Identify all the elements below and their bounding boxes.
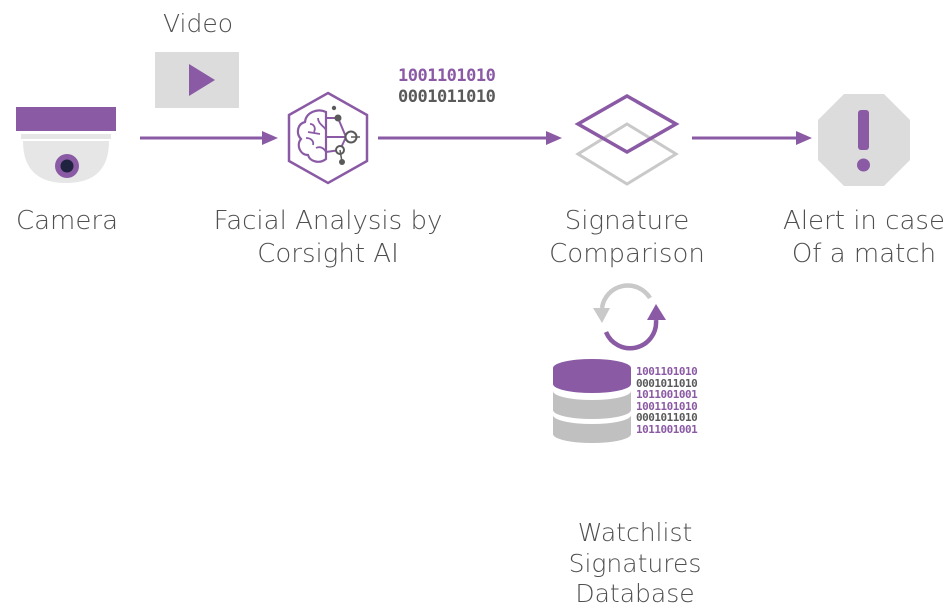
db-bits-row: 0001011010 (636, 376, 698, 390)
video-label: Video (162, 9, 234, 38)
camera-icon (16, 107, 116, 183)
arrow-camera-to-analysis (140, 131, 278, 145)
alert-label: Alert in case Of a match (783, 206, 944, 269)
layers-icon (574, 93, 680, 186)
binary-line-1: 1001101010 (398, 66, 496, 86)
db-bits-row: 1001101010 (636, 365, 698, 378)
binary-line-2: 0001011010 (398, 87, 496, 107)
db-bits-row: 1011001001 (636, 422, 698, 436)
brain-network-icon (287, 91, 369, 185)
arrow-signature-to-alert (692, 131, 812, 145)
analysis-label: Facial Analysis by Corsight AI (213, 206, 443, 269)
db-bits-row: 0001011010 (636, 411, 698, 425)
signature-label: Signature Comparison (549, 206, 705, 269)
sync-arrows-icon (593, 283, 666, 351)
arrow-analysis-to-signature (378, 131, 562, 145)
camera-label: Camera (15, 206, 119, 236)
database-label: Watchlist Signatures Database (568, 518, 702, 608)
exclamation-octagon-icon (818, 94, 910, 186)
binary-data-top: 1001101010 0001011010 (398, 66, 496, 108)
database-binary: 1001101010 0001011010 1011001001 1001101… (636, 365, 698, 436)
db-bits-row: 1001101010 (636, 399, 698, 413)
database-icon (553, 359, 631, 443)
db-bits-row: 1011001001 (636, 388, 698, 402)
play-icon (155, 52, 239, 108)
